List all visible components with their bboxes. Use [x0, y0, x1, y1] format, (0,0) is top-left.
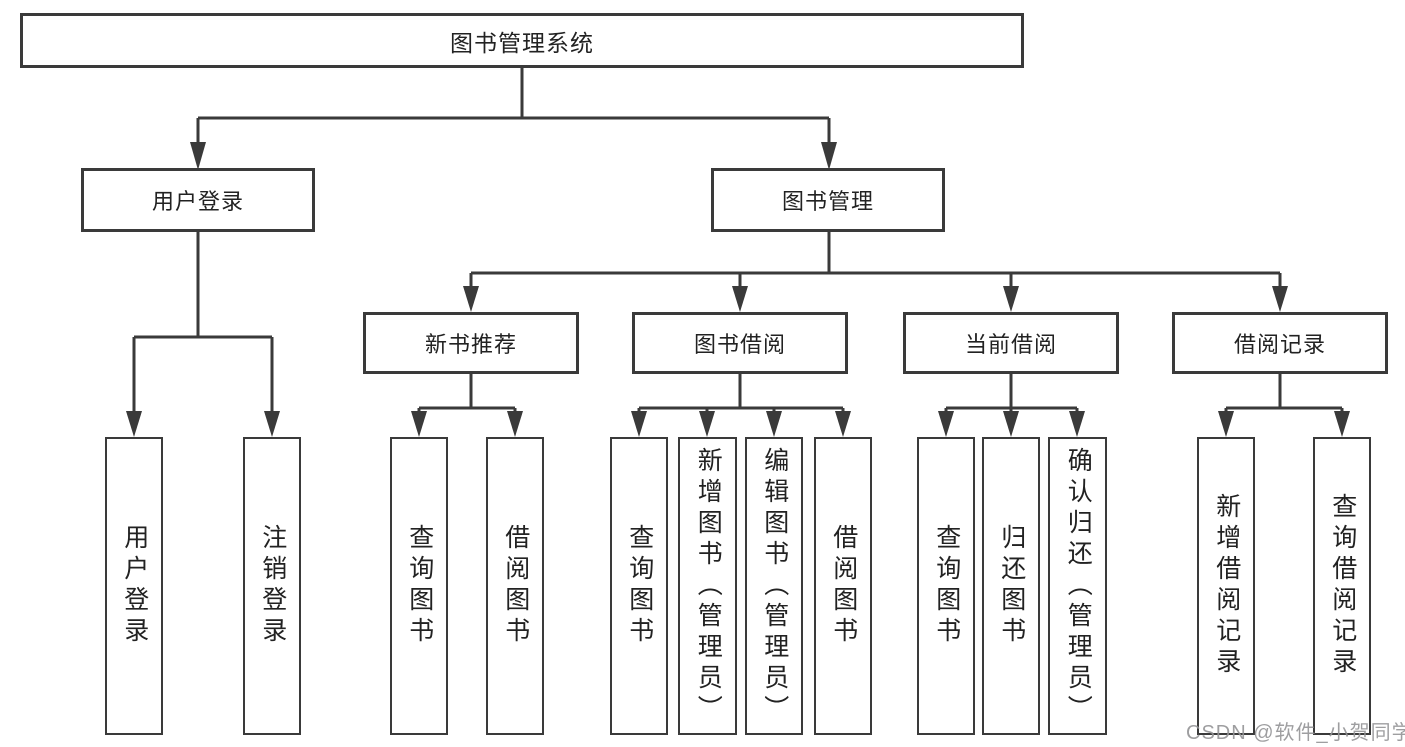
connector-user-login-children: [132, 232, 274, 412]
arrowhead: [126, 411, 142, 437]
leaf-return-books: 归还图书: [982, 437, 1040, 735]
node-book-borrowing: 图书借阅: [632, 312, 848, 374]
node-borrowing-records: 借阅记录: [1172, 312, 1388, 374]
leaf-query-books-recommend: 查询图书: [390, 437, 448, 735]
leaf-query-borrow-record: 查询借阅记录: [1313, 437, 1371, 735]
arrowheads: [126, 142, 1350, 437]
leaf-query-books-current: 查询图书: [917, 437, 975, 735]
leaf-logout: 注销登录: [243, 437, 301, 735]
arrowhead: [766, 411, 782, 437]
node-new-book-recommendation: 新书推荐: [363, 312, 579, 374]
arrowhead: [264, 411, 280, 437]
leaf-confirm-return-admin: 确认归还（管理员）: [1048, 437, 1107, 735]
arrowhead: [1334, 411, 1350, 437]
leaf-user-login: 用户登录: [105, 437, 163, 735]
connector-new-book-children: [417, 374, 517, 412]
arrowhead: [190, 142, 206, 170]
arrowhead: [1003, 286, 1019, 312]
leaf-add-borrow-record: 新增借阅记录: [1197, 437, 1255, 735]
arrowhead: [699, 411, 715, 437]
leaf-query-books-borrowing: 查询图书: [610, 437, 668, 735]
node-book-management: 图书管理: [711, 168, 945, 232]
arrowhead: [1272, 286, 1288, 312]
arrowhead: [1003, 411, 1019, 437]
node-current-borrowing: 当前借阅: [903, 312, 1119, 374]
arrowhead: [1069, 411, 1085, 437]
arrowhead: [732, 286, 748, 312]
leaf-borrow-books-borrowing: 借阅图书: [814, 437, 872, 735]
connector-borrow-record-children: [1224, 374, 1344, 412]
leaf-edit-book-admin: 编辑图书（管理员）: [745, 437, 803, 735]
arrowhead: [631, 411, 647, 437]
leaf-borrow-books-recommend: 借阅图书: [486, 437, 544, 735]
arrowhead: [1218, 411, 1234, 437]
node-library-management-system: 图书管理系统: [20, 13, 1024, 68]
leaf-add-book-admin: 新增图书（管理员）: [678, 437, 737, 735]
connector-root-to-level2: [196, 68, 831, 144]
arrowhead: [938, 411, 954, 437]
arrowhead: [835, 411, 851, 437]
connector-book-mgmt-children: [469, 232, 1282, 287]
connector-current-borrow-children: [944, 374, 1079, 412]
arrowhead: [507, 411, 523, 437]
arrowhead: [821, 142, 837, 170]
csdn-watermark: CSDN @软件_小贺同学: [1186, 722, 1405, 744]
node-user-login: 用户登录: [81, 168, 315, 232]
arrowhead: [463, 286, 479, 312]
arrowhead: [411, 411, 427, 437]
connector-book-borrow-children: [637, 374, 845, 412]
